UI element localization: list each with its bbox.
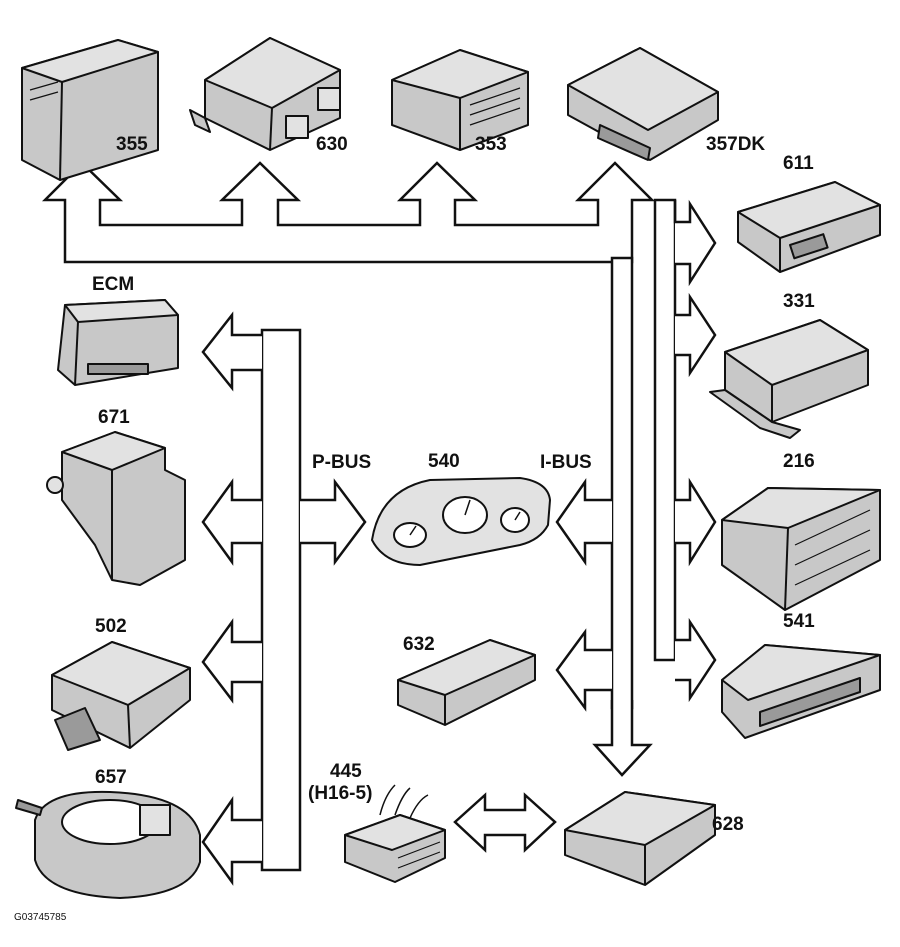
arrow-to-ecm [201, 311, 262, 392]
arrow-to-331 [675, 292, 717, 378]
label-540: 540 [428, 451, 460, 472]
label-541: 541 [783, 611, 815, 632]
module-628-drawing [564, 791, 716, 886]
arrow-ibus-to-628 [592, 700, 653, 777]
right-branch-trunk [653, 198, 677, 662]
module-657-drawing [15, 790, 201, 899]
label-331: 331 [783, 291, 815, 312]
label-628: 628 [712, 814, 744, 835]
module-ecm-drawing [57, 299, 179, 386]
label-611: 611 [783, 153, 814, 174]
module-611-drawing [737, 181, 881, 273]
module-445-drawing [344, 784, 446, 883]
label-i-bus: I-BUS [540, 452, 592, 473]
module-216-drawing [721, 487, 881, 611]
module-541-drawing [721, 644, 881, 739]
module-502-drawing [51, 641, 191, 751]
arrow-to-502 [201, 618, 262, 704]
label-445-sub: (H16-5) [308, 783, 373, 804]
label-353: 353 [475, 134, 507, 155]
module-632-drawing [397, 639, 536, 726]
label-657: 657 [95, 767, 127, 788]
p-bus-trunk [260, 328, 302, 872]
module-540-drawing [371, 477, 551, 566]
module-355-drawing [21, 39, 159, 181]
i-bus-trunk [610, 256, 634, 710]
arrow-ibus-to-540 [555, 478, 612, 566]
arrow-to-611 [673, 199, 717, 287]
label-445: 445 [330, 761, 362, 782]
label-502: 502 [95, 616, 127, 637]
module-353-drawing [391, 49, 529, 151]
label-671: 671 [98, 407, 130, 428]
module-331-drawing [709, 319, 869, 439]
label-357dk: 357DK [706, 134, 766, 155]
label-355: 355 [116, 134, 148, 155]
label-630: 630 [316, 134, 348, 155]
arrow-to-216 [675, 477, 717, 567]
arrow-445-628 [453, 792, 557, 853]
arrow-to-657 [201, 795, 262, 886]
label-632: 632 [403, 634, 435, 655]
arrow-to-671 [201, 478, 262, 566]
label-ecm: ECM [92, 274, 135, 295]
module-357dk-drawing [567, 47, 719, 161]
figure-id: G03745785 [14, 912, 67, 923]
top-bus-arrows [41, 161, 656, 264]
arrow-ibus-to-632 [555, 628, 612, 712]
label-216: 216 [783, 451, 815, 472]
label-p-bus: P-BUS [312, 452, 372, 473]
module-630-drawing [189, 37, 341, 151]
arrow-pbus-to-540 [300, 478, 367, 566]
arrow-to-541 [675, 617, 717, 703]
module-671-drawing [46, 431, 186, 586]
